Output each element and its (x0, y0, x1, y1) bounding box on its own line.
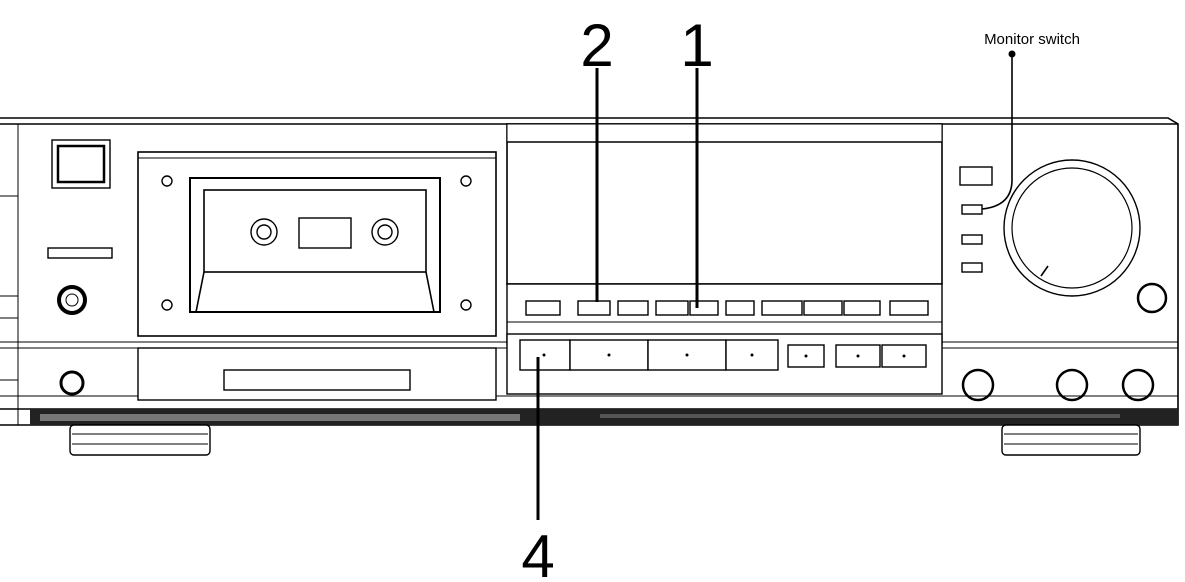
callout-2: 2 (580, 12, 613, 79)
record-level-dial[interactable] (1003, 159, 1141, 297)
callout-1: 1 (680, 12, 713, 79)
function-button-e[interactable] (725, 300, 755, 316)
function-button-c[interactable] (655, 300, 689, 316)
power-switch[interactable] (51, 139, 111, 189)
right-foot (1001, 424, 1141, 456)
cassette-door-lower (137, 347, 497, 401)
monitor-switch-label: Monitor switch (984, 31, 1080, 48)
transport-panel (506, 333, 943, 395)
balance-knob[interactable] (1136, 282, 1168, 314)
knob-middle[interactable] (1055, 368, 1089, 402)
screw (161, 175, 173, 187)
callout-4: 4 (521, 523, 554, 582)
function-button-h[interactable] (843, 300, 881, 316)
monitor-switch-leader (981, 50, 1016, 210)
cassette-tape (189, 177, 441, 313)
function-button-1[interactable] (689, 300, 719, 316)
dolby-switch[interactable] (961, 262, 983, 273)
display-window (506, 123, 943, 285)
knob-left[interactable] (961, 368, 995, 402)
screw (460, 299, 472, 311)
record-level-switch[interactable] (959, 166, 993, 186)
left-foot (69, 424, 211, 456)
function-button-b[interactable] (617, 300, 649, 316)
deck-chassis (0, 117, 1179, 426)
function-button-2[interactable] (577, 300, 611, 316)
input-switch[interactable] (961, 234, 983, 245)
cassette-compartment (137, 151, 497, 337)
monitor-switch[interactable] (961, 204, 983, 215)
eject-button-left[interactable] (59, 370, 85, 396)
knob-right[interactable] (1121, 368, 1155, 402)
function-button-i[interactable] (889, 300, 929, 316)
function-button-f[interactable] (761, 300, 803, 316)
display-mode-button[interactable] (525, 300, 561, 316)
screw (161, 299, 173, 311)
timer-switch[interactable] (47, 247, 113, 259)
function-button-g[interactable] (803, 300, 843, 316)
headphones-jack[interactable] (57, 285, 87, 315)
screw (460, 175, 472, 187)
